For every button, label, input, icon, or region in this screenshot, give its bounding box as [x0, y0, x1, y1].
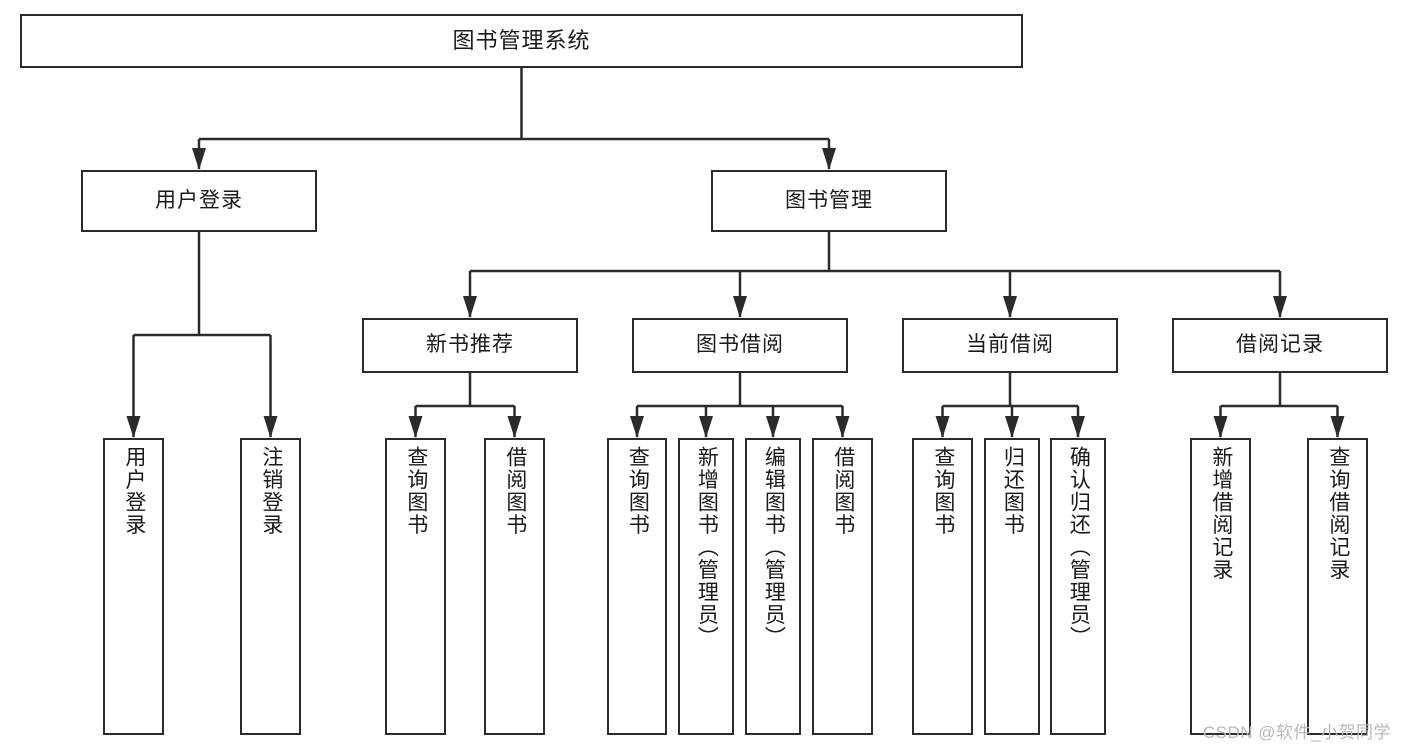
node-label: 新书推荐	[426, 333, 514, 357]
arrowhead-icon	[1213, 416, 1228, 438]
node-l3_3[interactable]: 借阅记录	[1172, 318, 1388, 373]
arrowhead-icon	[699, 416, 713, 438]
arrowhead-icon	[733, 296, 747, 318]
node-l3_0[interactable]: 新书推荐	[362, 318, 578, 373]
node-l4_5[interactable]: 新增图书（管理员）	[678, 438, 734, 735]
node-label: 确认归还（管理员）	[1067, 446, 1091, 649]
arrowhead-icon	[507, 416, 522, 438]
node-l4_10[interactable]: 确认归还（管理员）	[1050, 438, 1106, 735]
node-l2_0[interactable]: 用户登录	[81, 170, 317, 232]
node-label: 注销登录	[259, 446, 283, 536]
node-l2_1[interactable]: 图书管理	[711, 170, 947, 232]
node-root[interactable]: 图书管理系统	[20, 14, 1023, 68]
node-label: 新增图书（管理员）	[695, 446, 719, 649]
node-l4_2[interactable]: 查询图书	[385, 438, 446, 735]
node-l4_8[interactable]: 查询图书	[912, 438, 973, 735]
node-label: 用户登录	[155, 188, 243, 212]
node-label: 当前借阅	[966, 333, 1054, 357]
node-l4_12[interactable]: 查询借阅记录	[1307, 438, 1368, 735]
node-l4_4[interactable]: 查询图书	[607, 438, 667, 735]
arrowhead-icon	[1003, 296, 1017, 318]
arrowhead-icon	[408, 416, 423, 438]
node-label: 借阅图书	[831, 446, 855, 536]
node-label: 查询图书	[626, 446, 650, 536]
arrowhead-icon	[935, 416, 950, 438]
node-l4_1[interactable]: 注销登录	[240, 438, 301, 735]
watermark-text: CSDN @软件_小贺同学	[1202, 723, 1391, 742]
arrowhead-icon	[192, 148, 206, 170]
arrowhead-icon	[1273, 296, 1287, 318]
node-l4_3[interactable]: 借阅图书	[484, 438, 545, 735]
arrowhead-icon	[822, 148, 836, 170]
node-l4_9[interactable]: 归还图书	[984, 438, 1040, 735]
node-label: 图书管理系统	[452, 28, 591, 54]
node-label: 查询图书	[404, 446, 428, 536]
node-label: 新增借阅记录	[1209, 446, 1233, 581]
node-l4_6[interactable]: 编辑图书（管理员）	[745, 438, 801, 735]
arrowhead-icon	[463, 296, 477, 318]
node-l3_2[interactable]: 当前借阅	[902, 318, 1118, 373]
node-label: 归还图书	[1001, 446, 1025, 536]
node-label: 图书管理	[785, 188, 873, 212]
node-label: 编辑图书（管理员）	[762, 446, 786, 649]
node-l4_7[interactable]: 借阅图书	[812, 438, 873, 735]
node-l3_1[interactable]: 图书借阅	[632, 318, 848, 373]
node-label: 借阅记录	[1236, 333, 1324, 357]
arrowhead-icon	[1330, 416, 1345, 438]
arrowhead-icon	[835, 416, 850, 438]
node-label: 查询借阅记录	[1326, 446, 1350, 581]
node-label: 查询图书	[931, 446, 955, 536]
arrowhead-icon	[1071, 416, 1085, 438]
node-l4_0[interactable]: 用户登录	[103, 438, 164, 735]
arrowhead-icon	[1005, 416, 1019, 438]
arrowhead-icon	[126, 416, 141, 438]
node-label: 用户登录	[122, 446, 146, 536]
arrowhead-icon	[766, 416, 780, 438]
node-l4_11[interactable]: 新增借阅记录	[1190, 438, 1251, 735]
arrowhead-icon	[263, 416, 278, 438]
arrowhead-icon	[630, 416, 644, 438]
node-label: 图书借阅	[696, 333, 784, 357]
node-label: 借阅图书	[503, 446, 527, 536]
